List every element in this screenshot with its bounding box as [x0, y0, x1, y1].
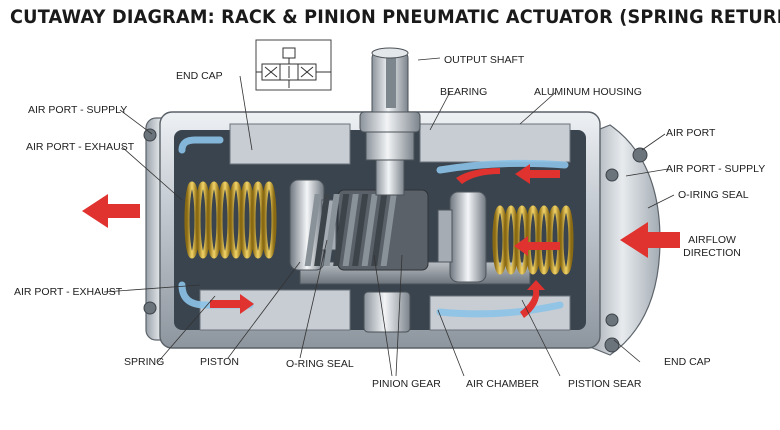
gear-tooth: [342, 194, 359, 266]
spring-coil: [558, 205, 574, 275]
airflow-arrow-left-icon: [82, 194, 140, 228]
label-output-shaft: OUTPUT SHAFT: [444, 54, 525, 66]
gear-tooth: [333, 194, 350, 266]
pinion-gear: [304, 189, 429, 271]
label-bearing: BEARING: [440, 86, 488, 98]
page-title: CUTAWAY DIAGRAM: RACK & PINION PNEUMATIC…: [10, 6, 780, 28]
gear-tooth: [314, 194, 331, 266]
label-aluminum-housing: ALUMINUM HOUSING: [534, 86, 642, 98]
label-spring: SPRING: [124, 356, 165, 368]
leader-lines: [103, 57, 675, 377]
label-air-chamber: AIR CHAMBER: [466, 378, 539, 390]
gear-tooth: [371, 194, 388, 266]
label-air-port-exhaust-lower: AIR PORT - EXHAUST: [14, 286, 123, 298]
label-air-port-supply-right: AIR PORT - SUPPLY: [666, 163, 766, 175]
label-end-cap-bottom: END CAP: [664, 356, 711, 368]
label-pinion-gear: PINION GEAR: [372, 378, 441, 390]
gear-tooth: [352, 194, 369, 266]
label-airflow-direction-line1: AIRFLOW: [688, 234, 736, 246]
right-spring: [492, 205, 574, 275]
gear-tooth: [380, 194, 397, 266]
label-airflow-direction-line2: DIRECTION: [683, 247, 741, 259]
valve-symbol-icon: [255, 39, 332, 91]
label-piston: PISTON: [200, 356, 239, 368]
airflow-arrow-right-icon: [620, 222, 680, 258]
right-piston: [437, 191, 487, 283]
label-air-port-exhaust-upper: AIR PORT - EXHAUST: [26, 141, 135, 153]
label-end-cap-top: END CAP: [176, 70, 223, 82]
label-piston-sear: PISTION SEAR: [568, 378, 642, 390]
left-spring: [184, 181, 277, 259]
gear-tooth: [323, 194, 340, 266]
spring-coil: [261, 181, 277, 259]
label-air-port-supply-left: AIR PORT - SUPPLY: [28, 104, 128, 116]
air-channels: [178, 136, 569, 318]
output-shaft: [359, 47, 421, 333]
label-air-port-right: AIR PORT: [666, 127, 716, 139]
label-o-ring-seal-right: O-IRING SEAL: [678, 189, 749, 201]
gear-tooth: [304, 194, 321, 266]
label-o-ring-seal-bottom: O-RING SEAL: [286, 358, 354, 370]
gear-tooth: [361, 194, 378, 266]
